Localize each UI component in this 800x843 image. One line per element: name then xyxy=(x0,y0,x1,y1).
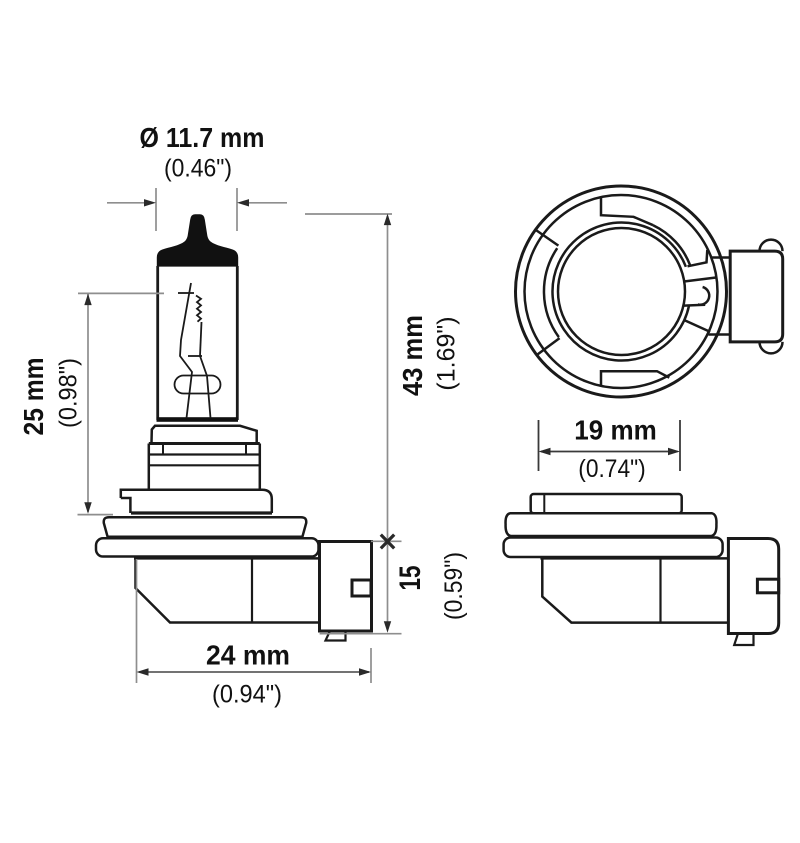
svg-text:(0.46"): (0.46") xyxy=(164,155,232,183)
svg-text:(0.74"): (0.74") xyxy=(578,455,645,483)
svg-text:(0.98"): (0.98") xyxy=(55,358,83,428)
svg-text:24 mm: 24 mm xyxy=(206,639,290,671)
svg-text:(0.59"): (0.59") xyxy=(440,552,468,620)
svg-text:(0.94"): (0.94") xyxy=(212,681,282,709)
svg-text:25 mm: 25 mm xyxy=(18,358,50,436)
svg-text:(1.69"): (1.69") xyxy=(433,316,461,390)
svg-text:43 mm: 43 mm xyxy=(397,315,428,396)
svg-text:19 mm: 19 mm xyxy=(574,415,656,446)
svg-text:Ø 11.7 mm: Ø 11.7 mm xyxy=(140,122,265,154)
svg-text:15: 15 xyxy=(393,565,427,590)
